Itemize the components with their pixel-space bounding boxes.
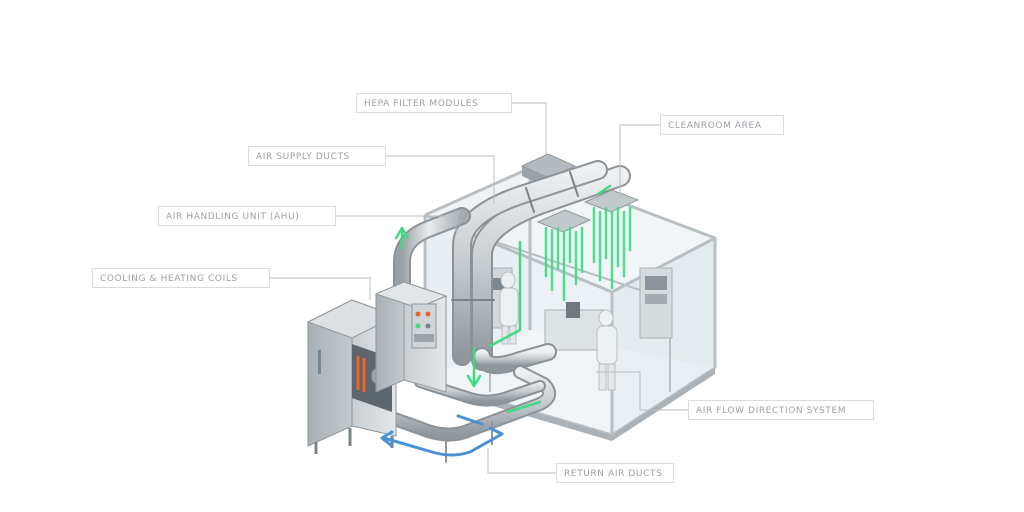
- label-hepa-filter-modules: HEPA FILTER MODULES: [356, 93, 512, 113]
- control-panel-screen: [645, 276, 667, 290]
- label-air-flow-direction-system: AIR FLOW DIRECTION SYSTEM: [688, 400, 874, 420]
- label-cleanroom-area: CLEANROOM AREA: [660, 115, 784, 135]
- monitor: [566, 302, 580, 318]
- indicator-light-2: [426, 312, 431, 317]
- label-air-supply-ducts: AIR SUPPLY DUCTS: [248, 146, 386, 166]
- label-cooling-heating-coils: COOLING & HEATING COILS: [92, 268, 270, 288]
- label-air-handling-unit: AIR HANDLING UNIT (AHU): [158, 206, 336, 226]
- leader-coils: [270, 278, 370, 300]
- control-panel-screen-2: [645, 294, 667, 304]
- indicator-light-1: [416, 312, 421, 317]
- ahu-vent: [414, 334, 434, 342]
- indicator-light-4: [426, 324, 431, 329]
- leader-hepa: [512, 103, 546, 160]
- indicator-light-3: [416, 324, 421, 329]
- leader-cleanroom: [620, 125, 660, 198]
- leader-return: [488, 448, 556, 473]
- label-return-air-ducts: RETURN AIR DUCTS: [556, 463, 674, 483]
- ahu-door-handle: [318, 350, 321, 374]
